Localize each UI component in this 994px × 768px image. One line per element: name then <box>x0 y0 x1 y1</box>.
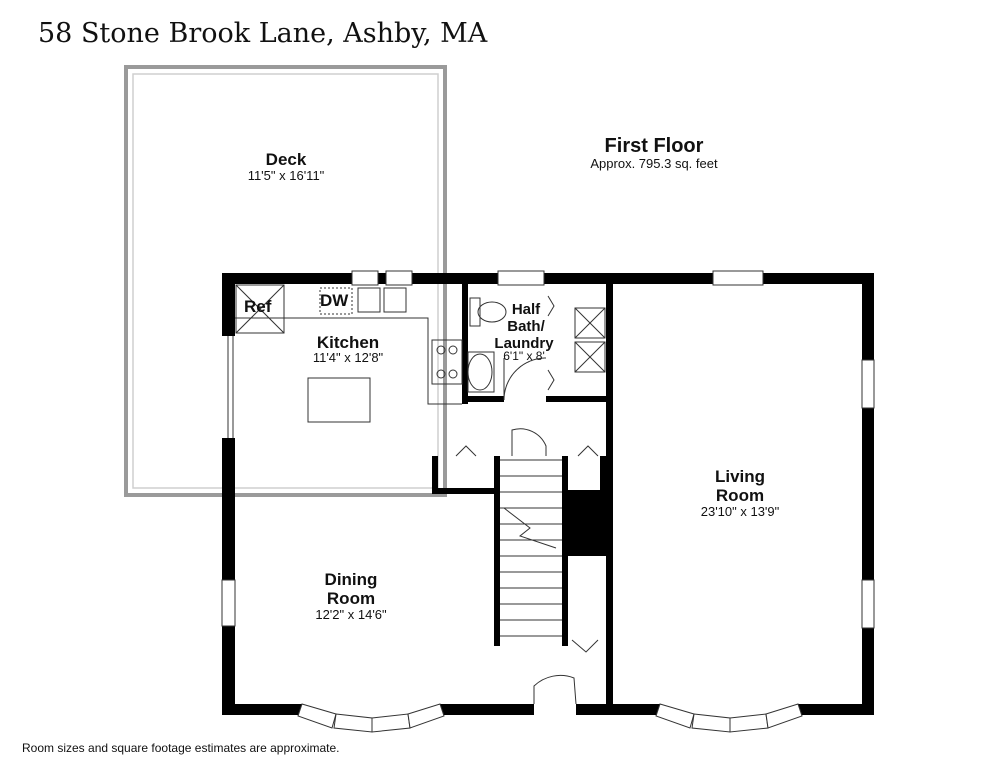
floor-area: Approx. 795.3 sq. feet <box>590 156 718 171</box>
deck-dims: 11'5" x 16'11" <box>248 168 325 183</box>
half-bath-name-2: Bath/ <box>507 318 545 335</box>
living-dims: 23'10" x 13'9" <box>701 504 780 519</box>
footnote: Room sizes and square footage estimates … <box>22 741 340 755</box>
refrigerator-label: Ref <box>244 297 272 316</box>
windows <box>221 270 875 629</box>
kitchen-side-opening <box>227 336 234 438</box>
living-name-2: Room <box>716 486 764 505</box>
kitchen-dims: 11'4" x 12'8" <box>313 350 384 365</box>
deck-name: Deck <box>266 150 307 169</box>
half-bath-name-1: Half <box>512 301 541 318</box>
bay-window-living <box>655 703 803 733</box>
half-bath-fixtures <box>467 295 606 401</box>
kitchen-counters <box>235 284 463 423</box>
doors <box>455 428 599 705</box>
floor-name: First Floor <box>605 135 704 157</box>
dining-name-1: Dining <box>325 570 378 589</box>
living-name-1: Living <box>715 467 765 486</box>
dishwasher-label: DW <box>320 291 349 310</box>
half-bath-name-3: Laundry <box>494 335 554 352</box>
stairs <box>500 459 562 637</box>
dining-name-2: Room <box>327 589 375 608</box>
dining-dims: 12'2" x 14'6" <box>315 607 387 622</box>
kitchen-name: Kitchen <box>317 333 379 352</box>
half-bath-dims: 6'1" x 8' <box>503 349 545 363</box>
bay-window-dining <box>297 703 445 733</box>
plan-title: 58 Stone Brook Lane, Ashby, MA <box>38 18 488 49</box>
